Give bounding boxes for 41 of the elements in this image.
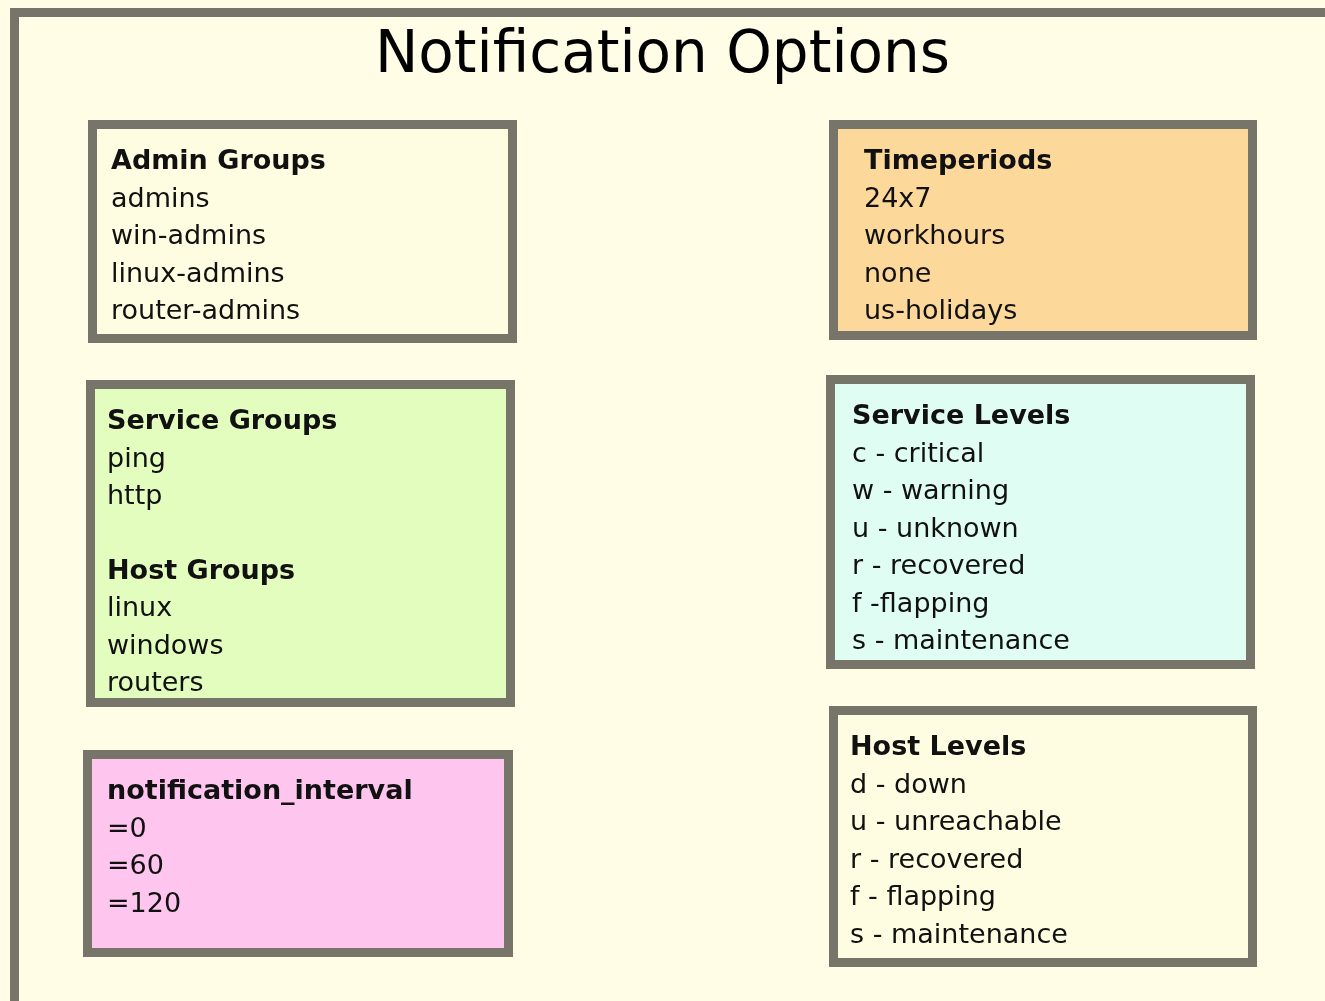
list-item: s - maintenance xyxy=(850,916,1068,951)
list-item: =120 xyxy=(107,885,182,920)
list-item: r - recovered xyxy=(850,841,1024,876)
info-box xyxy=(829,120,1257,340)
list-item: linux xyxy=(107,590,173,624)
list-item: admins xyxy=(111,180,210,215)
list-item: 24x7 xyxy=(864,180,932,215)
list-item: d - down xyxy=(850,766,967,801)
list-item: r - recovered xyxy=(852,548,1026,582)
info-box xyxy=(88,120,517,343)
list-item: router-admins xyxy=(111,293,301,327)
info-box xyxy=(86,380,515,707)
list-item: workhours xyxy=(864,218,1006,252)
box-heading: Service Groups xyxy=(107,403,338,437)
box-heading: Timeperiods xyxy=(864,143,1053,177)
box-heading: notification_interval xyxy=(107,773,413,807)
list-item: routers xyxy=(107,665,204,699)
list-item: u - unreachable xyxy=(850,804,1062,838)
list-item: c - critical xyxy=(852,435,985,470)
list-item: linux-admins xyxy=(111,255,285,290)
list-item: s - maintenance xyxy=(852,623,1070,657)
list-item: =60 xyxy=(107,848,164,882)
list-item: =0 xyxy=(107,810,147,845)
box-heading: Admin Groups xyxy=(111,143,326,177)
list-item: http xyxy=(107,478,163,512)
info-box xyxy=(826,375,1255,669)
list-item: windows xyxy=(107,627,224,662)
box-heading: Host Groups xyxy=(107,552,296,587)
list-item: none xyxy=(864,255,932,290)
list-item: us-holidays xyxy=(864,293,1018,327)
box-heading: Host Levels xyxy=(850,729,1027,763)
list-item: f -flapping xyxy=(852,585,990,620)
info-box xyxy=(829,706,1257,967)
diagram-title: Notification Options xyxy=(374,18,951,86)
list-item: ping xyxy=(107,440,166,475)
info-box xyxy=(83,750,513,957)
list-item: w - warning xyxy=(852,473,1010,507)
box-heading: Service Levels xyxy=(852,398,1071,432)
list-item: u - unknown xyxy=(852,510,1019,545)
list-item: win-admins xyxy=(111,218,267,252)
list-item: f - flapping xyxy=(850,879,996,913)
